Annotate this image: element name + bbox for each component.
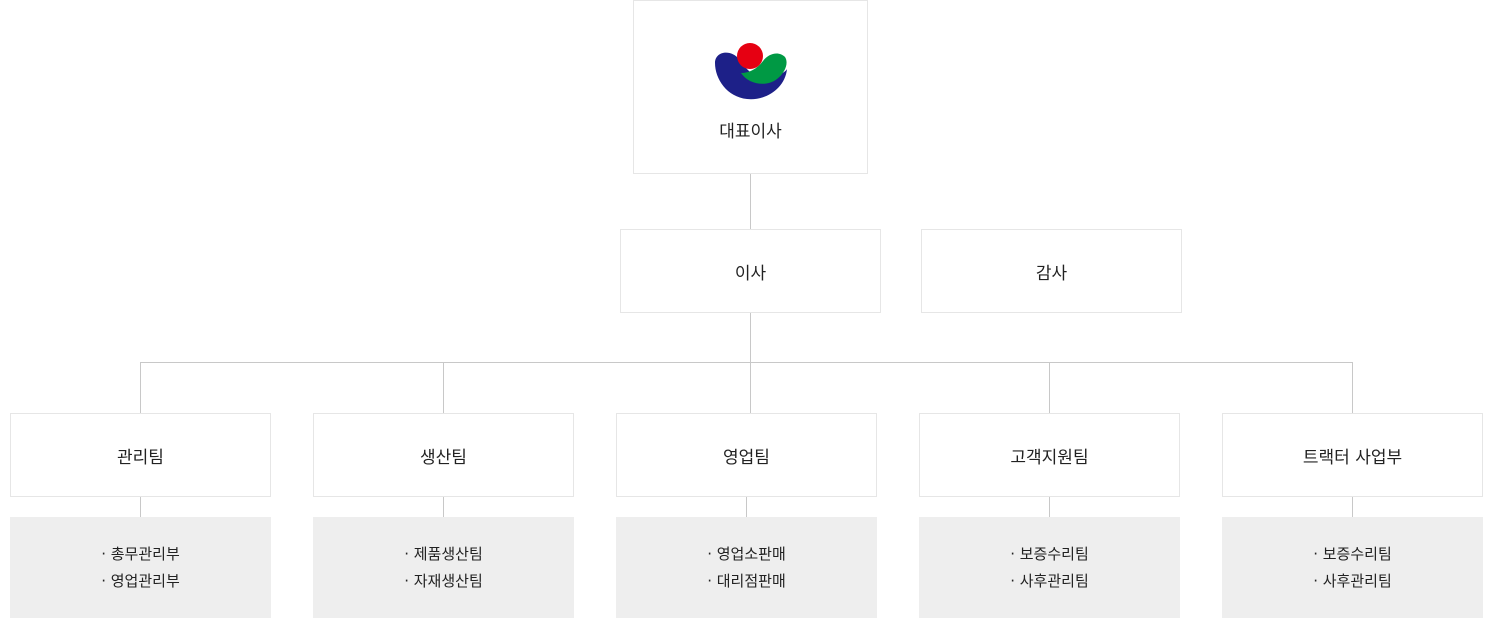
team-box: 생산팀 [313, 413, 574, 497]
unit-item: · 사후관리팀 [1313, 571, 1392, 590]
unit-list: · 보증수리팀 · 사후관리팀 [919, 517, 1180, 618]
unit-item: · 자재생산팀 [404, 571, 483, 590]
connector-line [750, 174, 751, 229]
team-box: 영업팀 [616, 413, 877, 497]
unit-item: · 제품생산팀 [404, 544, 483, 563]
team-label: 관리팀 [117, 447, 164, 468]
unit-item: · 영업관리부 [101, 571, 180, 590]
unit-list: · 보증수리팀 · 사후관리팀 [1222, 517, 1483, 618]
team-box: 관리팀 [10, 413, 271, 497]
team-box: 고객지원팀 [919, 413, 1180, 497]
connector-line [746, 497, 747, 517]
auditor-box: 감사 [921, 229, 1182, 313]
team-label: 트랙터 사업부 [1302, 447, 1403, 468]
unit-list: · 제품생산팀 · 자재생산팀 [313, 517, 574, 618]
connector-line [140, 362, 1353, 363]
company-logo-icon [714, 42, 787, 99]
unit-item: · 사후관리팀 [1010, 571, 1089, 590]
unit-list: · 영업소판매 · 대리점판매 [616, 517, 877, 618]
connector-line [443, 362, 444, 413]
team-box: 트랙터 사업부 [1222, 413, 1483, 497]
unit-item: · 대리점판매 [707, 571, 786, 590]
team-label: 영업팀 [723, 447, 770, 468]
director-label: 이사 [734, 263, 767, 284]
unit-item: · 영업소판매 [707, 544, 786, 563]
connector-line [1049, 362, 1050, 413]
connector-line [1049, 497, 1050, 517]
connector-line [1352, 497, 1353, 517]
unit-item: · 총무관리부 [101, 544, 180, 563]
unit-list: · 총무관리부 · 영업관리부 [10, 517, 271, 618]
team-label: 생산팀 [420, 447, 467, 468]
ceo-box: 대표이사 [633, 0, 868, 174]
auditor-label: 감사 [1035, 263, 1068, 284]
director-box: 이사 [620, 229, 881, 313]
unit-item: · 보증수리팀 [1010, 544, 1089, 563]
connector-line [140, 362, 141, 413]
ceo-label: 대표이사 [719, 121, 782, 142]
connector-line [140, 497, 141, 517]
connector-line [750, 313, 751, 413]
connector-line [1352, 362, 1353, 413]
unit-item: · 보증수리팀 [1313, 544, 1392, 563]
team-label: 고객지원팀 [1010, 447, 1089, 468]
connector-line [443, 497, 444, 517]
